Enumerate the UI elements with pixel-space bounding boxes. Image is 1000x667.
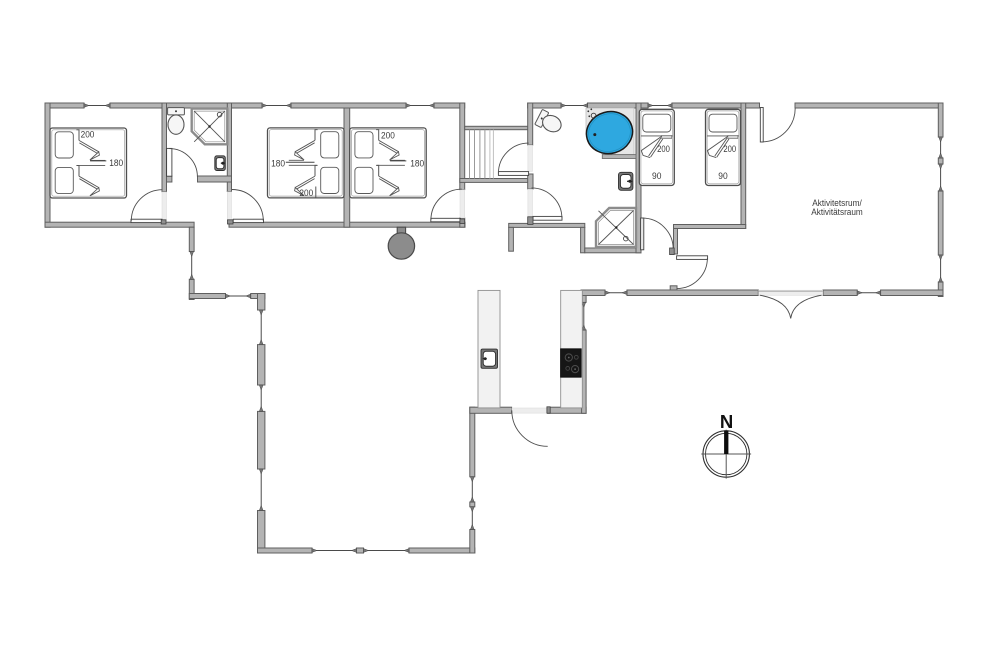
svg-text:200: 200 <box>81 130 95 141</box>
svg-text:90: 90 <box>652 171 661 182</box>
svg-text:200: 200 <box>381 131 395 142</box>
svg-text:200: 200 <box>723 144 736 155</box>
svg-text:90: 90 <box>718 171 727 182</box>
svg-text:180: 180 <box>109 158 123 169</box>
svg-text:Aktivitetsrum/: Aktivitetsrum/ <box>812 198 862 208</box>
svg-text:200: 200 <box>657 144 670 155</box>
svg-text:200: 200 <box>299 188 313 199</box>
svg-text:180: 180 <box>271 158 285 169</box>
svg-text:N: N <box>720 411 733 432</box>
svg-text:180: 180 <box>410 158 424 169</box>
svg-text:Aktivitätsraum: Aktivitätsraum <box>811 207 863 217</box>
